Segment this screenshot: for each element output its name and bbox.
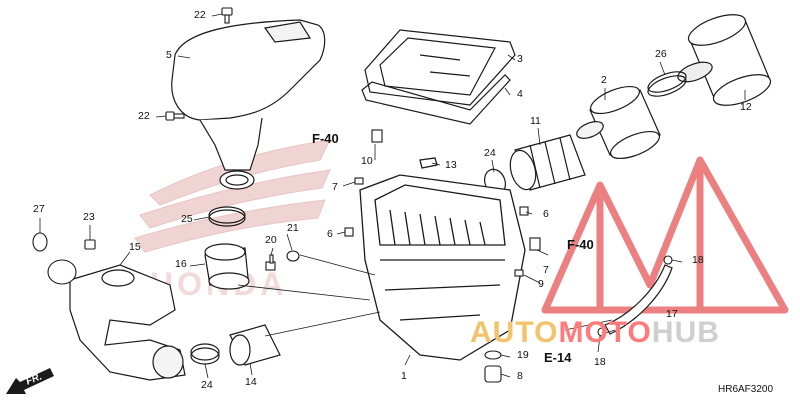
callout-11: 11 — [530, 115, 541, 127]
callout-7: 7 — [332, 181, 338, 193]
callout-16: 16 — [175, 258, 187, 270]
callout-12: 12 — [740, 101, 752, 113]
callout-3: 3 — [517, 53, 523, 65]
reference-f-40: F-40 — [312, 131, 339, 146]
callout-21: 21 — [287, 222, 299, 234]
callout-14: 14 — [245, 376, 257, 388]
watermark-word-auto: AUTO — [470, 316, 559, 349]
leader-lines — [39, 13, 746, 379]
callout-2: 2 — [601, 74, 607, 86]
callout-26: 26 — [655, 48, 667, 60]
callout-23: 23 — [83, 211, 95, 223]
small-part-blob — [47, 259, 77, 285]
callout-24: 24 — [484, 147, 496, 159]
bolt-20 — [265, 254, 276, 271]
callout-25: 25 — [181, 213, 193, 225]
clip-parts — [344, 129, 541, 277]
clamp-26 — [647, 71, 687, 97]
watermark-word-hub: HUB — [651, 316, 720, 349]
watermark-logo-shape — [541, 156, 789, 314]
callout-15: 15 — [129, 241, 141, 253]
ring-19 — [484, 350, 502, 360]
bolt-23 — [84, 239, 96, 250]
watermark-word-moto: MOTO — [558, 316, 652, 349]
intake-duct-15 — [69, 264, 186, 381]
callout-22: 22 — [138, 110, 150, 122]
seal-part-4 — [361, 74, 511, 125]
callout-6: 6 — [327, 228, 333, 240]
callout-17: 17 — [666, 308, 678, 320]
callout-4: 4 — [517, 88, 523, 100]
top-cover-part-5 — [171, 19, 326, 190]
filter-cover-part-3 — [364, 29, 516, 106]
diagram-code: HR6AF3200 — [718, 384, 774, 395]
hose-14 — [229, 324, 281, 366]
callout-1: 1 — [401, 370, 407, 382]
watermark-brand: AUTOMOTOHUB — [470, 318, 720, 348]
reference-f-40-right-callout: F-40 — [567, 237, 594, 252]
drain-tube-17 — [604, 264, 673, 335]
callout-9: 9 — [538, 278, 544, 290]
filter-element-2 — [576, 85, 661, 160]
callout-18: 18 — [594, 356, 606, 368]
ring-25 — [208, 206, 246, 227]
callout-19: 19 — [517, 349, 529, 361]
grommet-27 — [32, 232, 48, 252]
front-arrow — [6, 368, 54, 394]
bolt-22-top — [221, 7, 233, 24]
callout-18: 18 — [692, 254, 704, 266]
air-filter-element-12 — [677, 14, 772, 106]
bolt-22-mid — [165, 111, 185, 121]
callout-5: 5 — [166, 49, 172, 61]
callout-27: 27 — [33, 203, 45, 215]
callout-10: 10 — [361, 155, 373, 167]
tube-16 — [204, 243, 250, 290]
clamp-24-bottom — [190, 343, 220, 365]
reference-e-14: E-14 — [544, 350, 572, 365]
callout-13: 13 — [445, 159, 457, 171]
air-cleaner-case-1 — [359, 157, 526, 361]
callout-22: 22 — [194, 9, 206, 21]
callout-8: 8 — [517, 370, 523, 382]
callout-24: 24 — [201, 379, 213, 391]
connecting-tube-11 — [509, 134, 586, 191]
grommet-21 — [286, 250, 300, 262]
callout-6: 6 — [543, 208, 549, 220]
callout-20: 20 — [265, 234, 277, 246]
plug-8 — [484, 365, 502, 383]
callout-7: 7 — [543, 264, 549, 276]
